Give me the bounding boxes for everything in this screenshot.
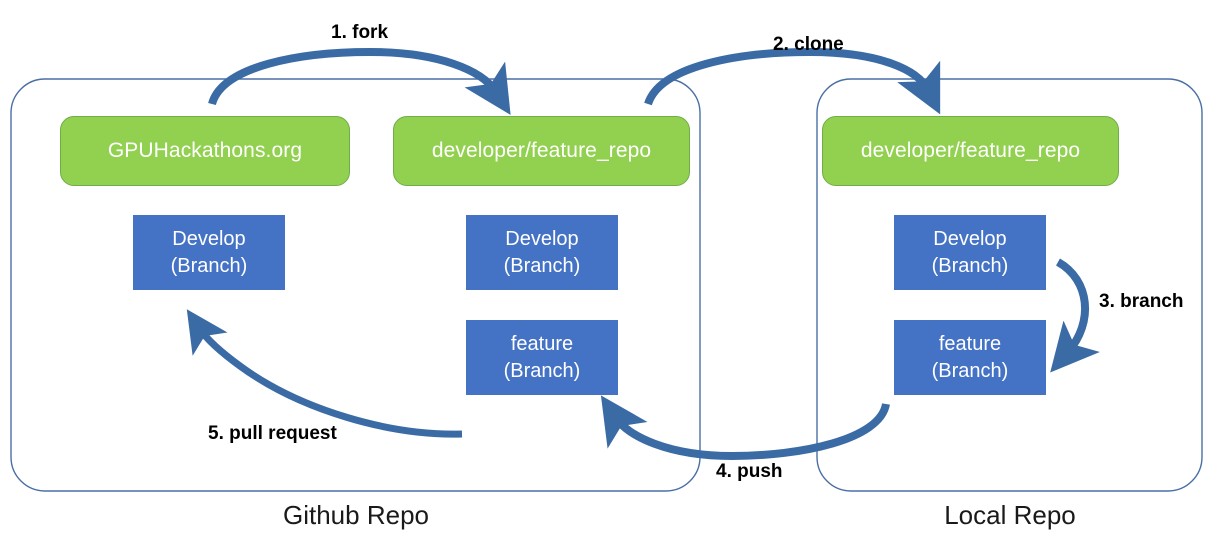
branch-label-line2: (Branch) <box>170 254 248 277</box>
branch-label-line1: feature <box>510 333 574 356</box>
branch-label-line1: feature <box>938 333 1002 356</box>
branch-box-github-fork-develop[interactable]: Develop (Branch) <box>466 215 618 290</box>
branch-label-line2: (Branch) <box>503 359 581 382</box>
step-label-fork: 1. fork <box>331 22 389 43</box>
branch-label-line1: Develop <box>505 228 579 251</box>
step-label-pull-request: 5. pull request <box>208 423 337 444</box>
repo-box-gpuhackathons[interactable]: GPUHackathons.org <box>60 116 350 186</box>
branch-box-github-fork-feature[interactable]: feature (Branch) <box>466 320 618 395</box>
push-arrow <box>600 395 890 461</box>
caption-local-repo: Local Repo <box>944 500 1076 530</box>
branch-label-line1: Develop <box>172 228 246 251</box>
step-label-branch: 3. branch <box>1099 291 1184 312</box>
branch-label-line1: Develop <box>933 228 1007 251</box>
branch-box-github-upstream-develop[interactable]: Develop (Branch) <box>133 215 285 290</box>
clone-arrow <box>644 47 941 115</box>
branch-label-line2: (Branch) <box>931 359 1009 382</box>
repo-box-github-feature-repo[interactable]: developer/feature_repo <box>393 116 690 186</box>
step-label-clone: 2. clone <box>773 34 844 55</box>
branch-box-local-feature[interactable]: feature (Branch) <box>894 320 1046 395</box>
caption-github-repo: Github Repo <box>283 500 429 530</box>
repo-label: developer/feature_repo <box>860 139 1081 162</box>
local-repo-container <box>816 78 1203 492</box>
repo-label: developer/feature_repo <box>431 139 652 162</box>
step-label-push: 4. push <box>716 461 783 482</box>
branch-label-line2: (Branch) <box>503 254 581 277</box>
branch-label-line2: (Branch) <box>931 254 1009 277</box>
repo-box-local-feature-repo[interactable]: developer/feature_repo <box>822 116 1119 186</box>
branch-box-local-develop[interactable]: Develop (Branch) <box>894 215 1046 290</box>
github-repo-container <box>10 78 701 492</box>
branch-arrow <box>1050 258 1100 373</box>
repo-label: GPUHackathons.org <box>107 139 303 162</box>
pull-request-arrow <box>186 309 463 438</box>
fork-arrow <box>208 47 511 115</box>
